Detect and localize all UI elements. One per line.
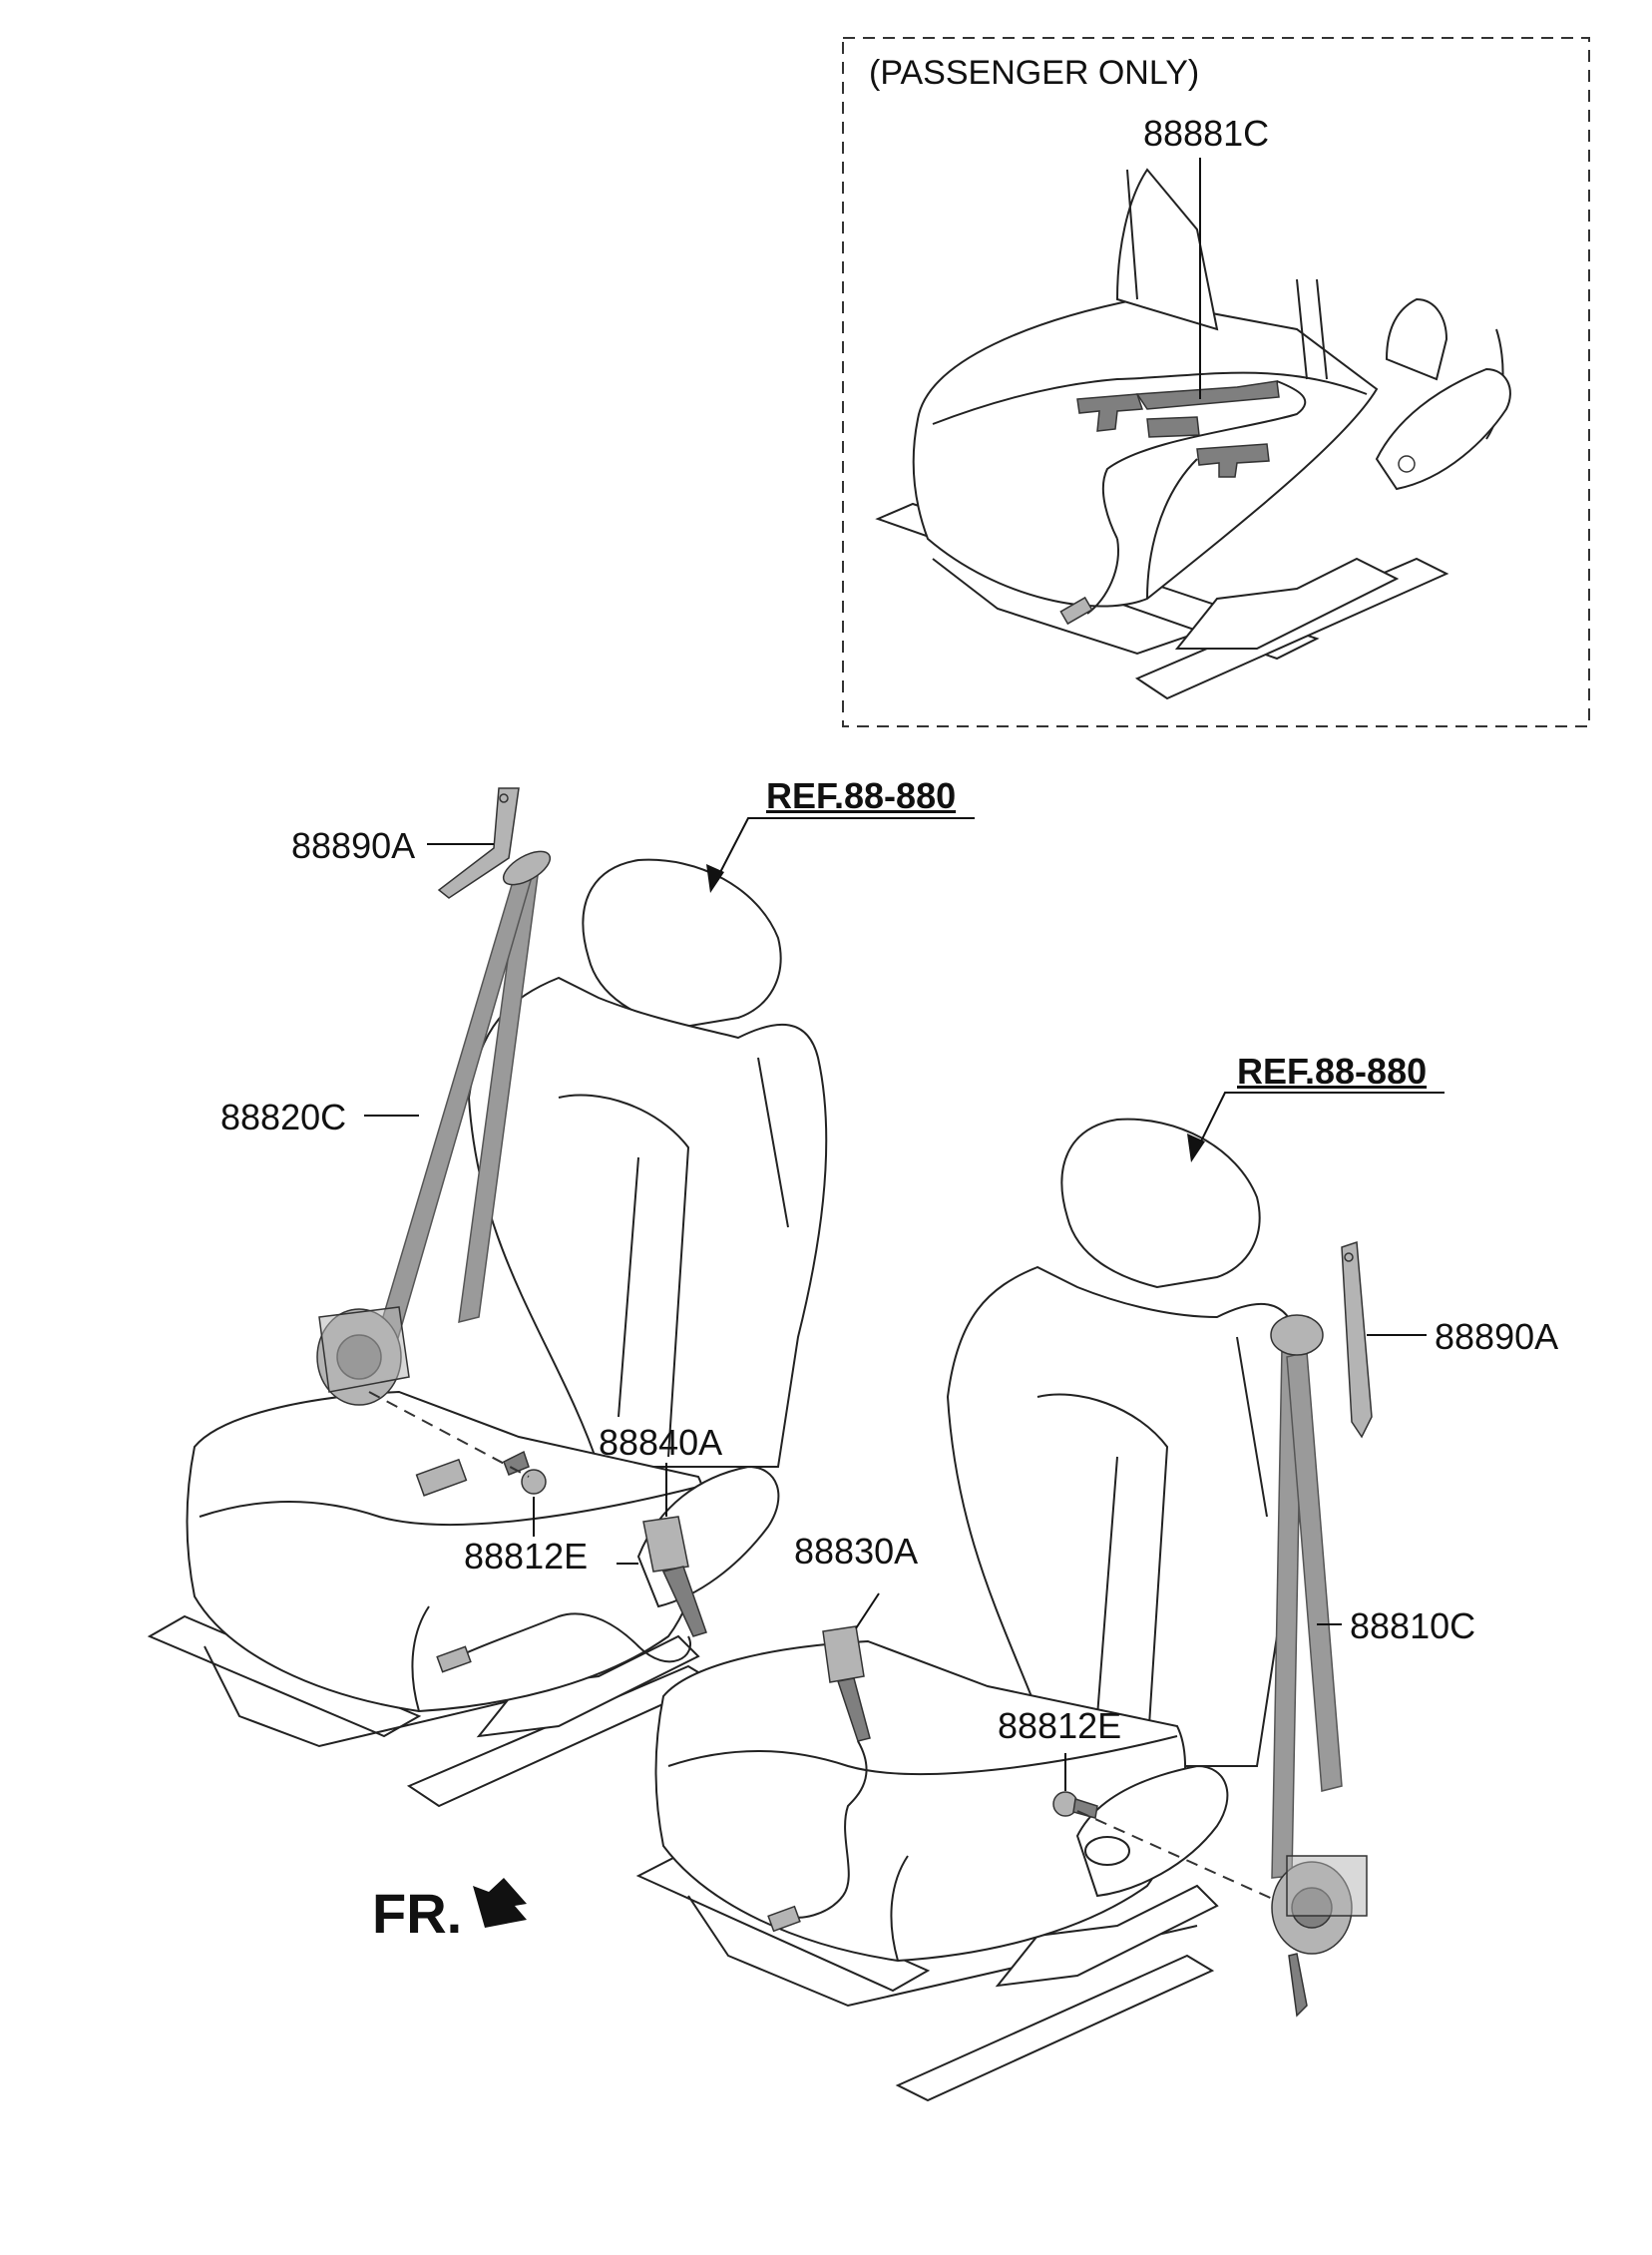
left-seat-back [467,976,828,1468]
front-label: FR. [372,1882,463,1945]
ref-arrow-right [1196,1092,1445,1150]
passenger-inset [842,37,1590,727]
label-belt-left: 88820C [220,1097,347,1137]
ref-label-left: REF.88-880 [766,775,957,816]
ref-label-right: REF.88-880 [1237,1051,1428,1092]
left-bolt [503,1450,547,1495]
inset-title: (PASSENGER ONLY) [869,54,1200,92]
label-guide-left: 88890A [291,825,416,866]
left-height-guide [437,787,520,899]
left-seat-rails [147,1614,716,1808]
inset-seat-cushion [912,297,1379,608]
right-height-guide [1341,1240,1373,1439]
label-bolt-left: 88812E [464,1536,589,1577]
label-buckle-right: 88830A [794,1531,919,1572]
inset-frame [842,37,1590,727]
leader-buckle-right [855,1592,880,1629]
ref-arrowhead-right [1187,1133,1205,1162]
right-headrest [1060,1118,1261,1289]
label-buckle-left: 88840A [599,1422,723,1463]
left-retractor [316,1306,410,1406]
left-mount-line [368,1391,530,1478]
right-retractor [1271,1855,1368,2018]
inset-seat-back [1115,168,1504,440]
right-mount-line [1076,1810,1278,1902]
right-seat-belt [1270,1314,1343,1879]
ref-arrowhead-left [706,864,724,893]
right-bolt [1052,1791,1098,1819]
occupant-sensor-mat [1059,380,1307,626]
left-seat [147,858,828,1808]
label-bolt-right: 88812E [998,1705,1122,1746]
inset-side-cover [1375,367,1511,491]
label-sensor: 88881C [1143,113,1270,154]
label-guide-right: 88890A [1435,1316,1559,1357]
front-arrow [473,1878,527,1928]
right-buckle [767,1625,871,1933]
ref-arrow-left [715,817,975,881]
left-buckle [436,1516,707,1673]
label-belt-right: 88810C [1350,1605,1476,1646]
